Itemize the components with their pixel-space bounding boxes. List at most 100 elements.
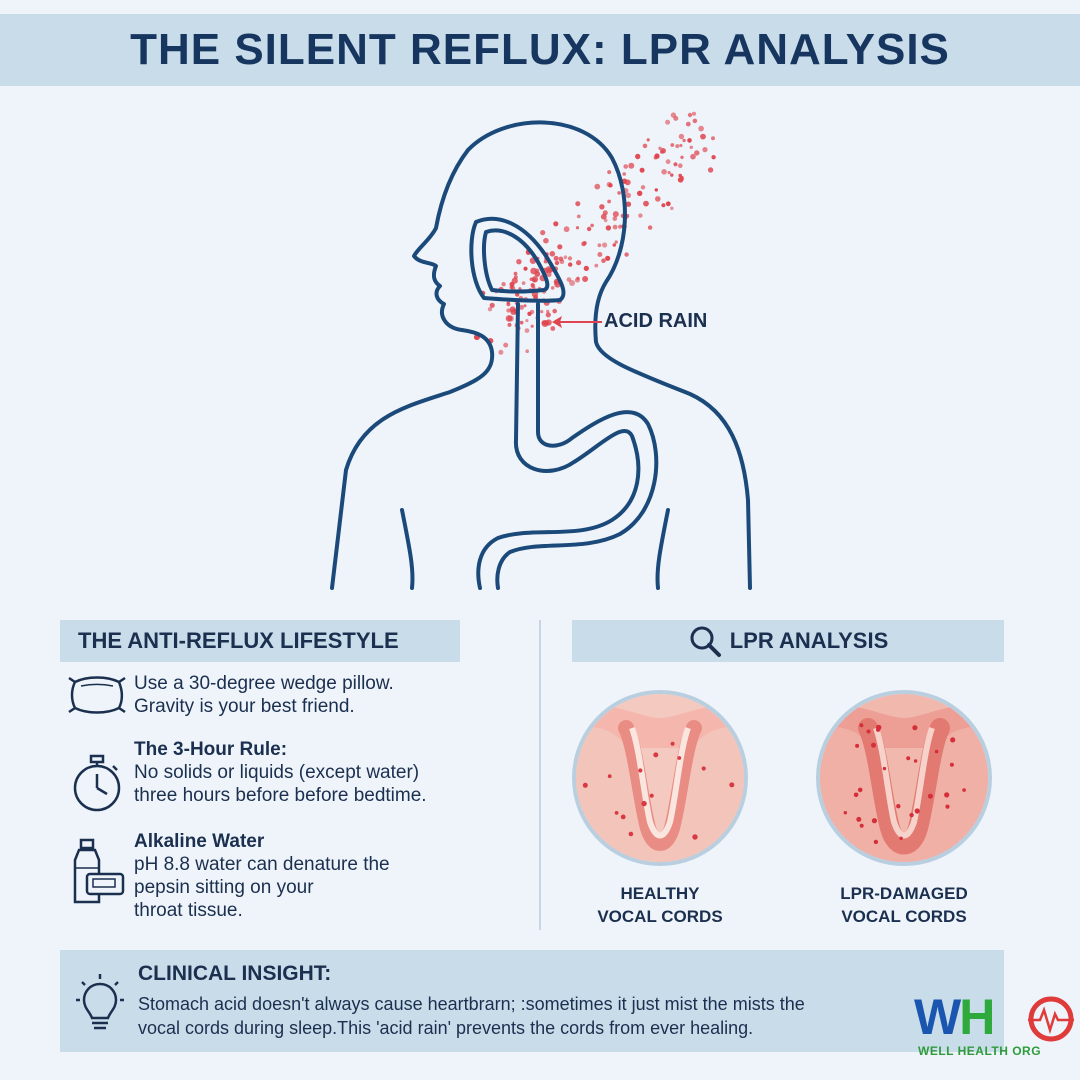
caption-line: VOCAL CORDS [841, 907, 967, 926]
acid-droplet [605, 255, 611, 261]
acid-droplet [647, 225, 653, 230]
acid-droplet [690, 153, 696, 160]
inflammation-dot [896, 804, 901, 809]
inflammation-dot [607, 774, 612, 779]
acid-droplet [640, 185, 646, 190]
insight-title: CLINICAL INSIGHT: [138, 962, 332, 985]
acid-droplet [667, 171, 671, 175]
acid-droplet [692, 118, 698, 124]
acid-droplet [678, 133, 685, 140]
title-band: THE SILENT REFLUX: LPR ANALYSIS [0, 14, 1080, 86]
insight-line: vocal cords during sleep.This 'acid rain… [138, 1018, 754, 1038]
acid-droplet [673, 162, 678, 167]
acid-droplet [575, 201, 581, 207]
acid-droplet [653, 155, 658, 160]
inflammation-dot [882, 766, 887, 771]
acid-droplet [503, 342, 509, 348]
acid-droplet [597, 243, 602, 248]
acid-droplet [689, 145, 693, 149]
acid-droplet [574, 277, 580, 283]
acid-droplet [563, 226, 570, 233]
acid-droplet [531, 276, 539, 283]
esophagus-stomach [476, 302, 641, 590]
acid-droplet [677, 177, 684, 183]
inflammation-dot [853, 792, 859, 798]
acid-droplet [655, 196, 661, 202]
healthy-vocal-cords-image [572, 690, 748, 866]
inflammation-dot [945, 804, 950, 809]
inflammation-dot [912, 725, 918, 731]
acid-droplet [612, 224, 618, 230]
acid-droplet [623, 164, 628, 169]
magnifier-icon [690, 626, 721, 657]
acid-droplet [594, 183, 601, 190]
acid-droplet [575, 226, 580, 230]
inflammation-dot [875, 727, 881, 732]
inflammation-dot [855, 743, 860, 748]
acid-droplet [628, 162, 635, 169]
acid-droplet [678, 163, 683, 168]
inflammation-dot [641, 800, 647, 807]
acid-droplet [638, 213, 643, 218]
inflammation-dot [729, 782, 735, 788]
acid-droplet [624, 252, 629, 257]
inflammation-dot [638, 768, 643, 773]
acid-droplet [639, 167, 645, 173]
acid-droplet [509, 285, 514, 290]
logo-subtitle: WELL HEALTH ORG [918, 1044, 1042, 1058]
inflammation-dot [871, 742, 876, 748]
acid-droplet [678, 173, 682, 178]
acid-droplet [519, 304, 524, 310]
acid-droplet [624, 179, 631, 186]
acid-droplet [529, 309, 535, 315]
acid-droplet [675, 144, 680, 149]
acid-droplet [530, 267, 537, 275]
acid-droplet [658, 146, 662, 150]
acid-droplet [545, 319, 552, 326]
inflammation-dot [653, 752, 659, 758]
acid-droplet [540, 310, 544, 314]
acid-droplet [622, 172, 626, 176]
acid-droplet [642, 143, 648, 149]
acid-arrow-icon [552, 316, 602, 328]
inflammation-dot [670, 741, 675, 746]
inflammation-dot [856, 816, 862, 822]
acid-droplet [586, 226, 592, 232]
acid-droplet [612, 211, 619, 218]
acid-droplet [550, 326, 556, 331]
acid-droplet [711, 155, 716, 160]
inflammation-dot [857, 787, 863, 793]
analysis-heading-text: LPR ANALYSIS [729, 628, 889, 653]
acid-droplet [590, 223, 594, 228]
acid-droplet [707, 167, 714, 173]
pillow-icon [68, 676, 126, 714]
acid-droplet [506, 308, 511, 313]
head-outline [466, 120, 752, 590]
acid-droplet [510, 308, 517, 315]
acid-droplet [660, 148, 666, 154]
arm-right [655, 508, 670, 590]
acid-droplet [665, 119, 671, 125]
arm-left [400, 508, 415, 590]
inflammation-dot [692, 834, 698, 840]
acid-droplet [546, 309, 550, 313]
acid-droplet [523, 304, 527, 308]
tip-title: The 3-Hour Rule: [134, 739, 288, 760]
acid-droplet [682, 138, 686, 143]
inflammation-dot [934, 749, 939, 754]
tip-three-hour-rule: The 3-Hour Rule: No solids or liquids (e… [60, 738, 520, 814]
clinical-insight-panel: CLINICAL INSIGHT: Stomach acid doesn't a… [60, 950, 1004, 1052]
acid-droplet [567, 256, 573, 261]
acid-droplet [687, 138, 692, 143]
acid-droplet [568, 262, 573, 267]
caption-line: LPR-DAMAGED [840, 884, 968, 903]
acid-droplet [507, 322, 512, 327]
column-divider [539, 620, 541, 930]
acid-droplet [635, 153, 641, 160]
acid-droplet [525, 319, 529, 323]
acid-droplet [505, 315, 513, 322]
acid-droplet [625, 192, 631, 199]
acid-droplet [665, 159, 671, 165]
inflammation-dot [871, 818, 877, 824]
inflammation-dot [866, 729, 871, 734]
